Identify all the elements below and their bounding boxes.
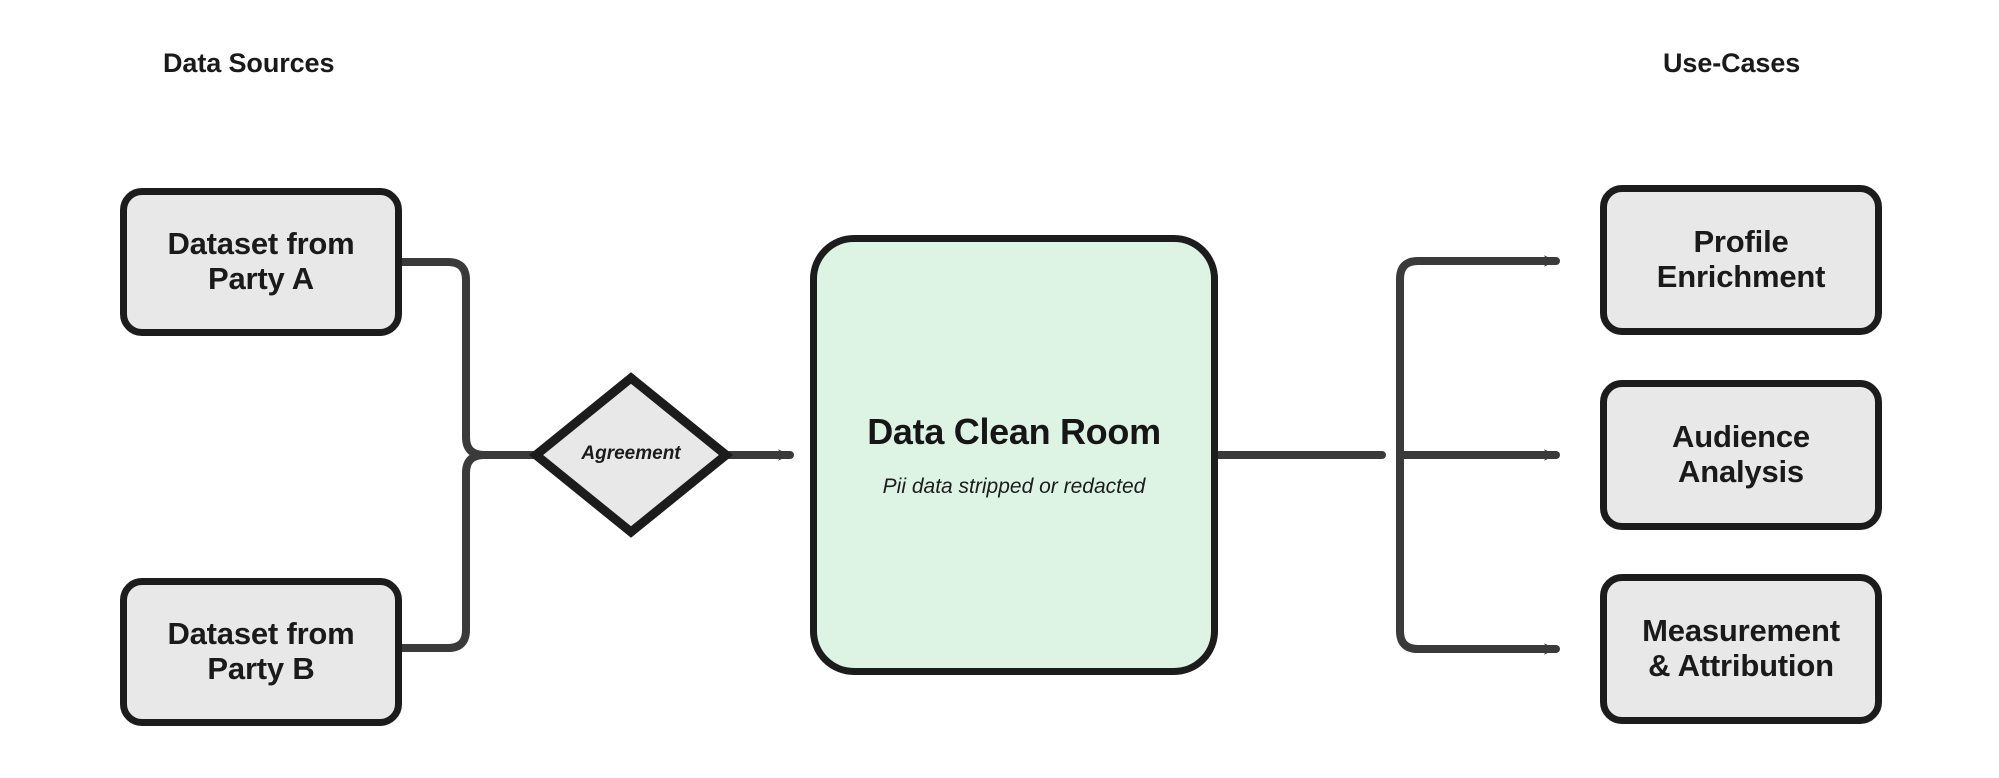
heading-data-sources: Data Sources (163, 48, 335, 78)
connector-cleanroom-to-measurement-attribution (1396, 451, 1560, 655)
node-dataset-party-a-line2: Party A (208, 261, 314, 296)
node-audience-analysis-line1: Audience (1672, 419, 1810, 455)
node-dataset-party-a-line1: Dataset from (167, 226, 355, 262)
node-dataset-party-b-line1: Dataset from (167, 616, 355, 652)
node-audience-analysis-line2: Analysis (1678, 454, 1804, 489)
node-dataset-party-b[interactable]: Dataset from Party B (120, 578, 402, 726)
agreement-label: Agreement (581, 443, 681, 464)
node-profile-enrichment[interactable]: Profile Enrichment (1600, 185, 1882, 335)
node-dataset-party-a[interactable]: Dataset from Party A (120, 188, 402, 336)
connector-cleanroom-to-profile-enrichment (1396, 255, 1560, 459)
node-dataset-party-b-line2: Party B (207, 651, 315, 686)
data-clean-room-title: Data Clean Room (867, 411, 1161, 452)
node-measurement-attribution-line2: & Attribution (1648, 648, 1834, 683)
connector-party-b-to-agreement (398, 451, 544, 652)
node-measurement-attribution[interactable]: Measurement & Attribution (1600, 574, 1882, 724)
node-data-clean-room[interactable]: Data Clean Room Pii data stripped or red… (810, 235, 1218, 675)
connector-party-a-to-agreement (398, 258, 544, 459)
node-audience-analysis[interactable]: Audience Analysis (1600, 380, 1882, 530)
node-profile-enrichment-line1: Profile (1693, 224, 1789, 260)
data-clean-room-subtitle: Pii data stripped or redacted (882, 475, 1146, 498)
node-measurement-attribution-line1: Measurement (1642, 613, 1840, 649)
heading-use-cases: Use-Cases (1663, 48, 1801, 78)
node-profile-enrichment-line2: Enrichment (1656, 259, 1826, 294)
